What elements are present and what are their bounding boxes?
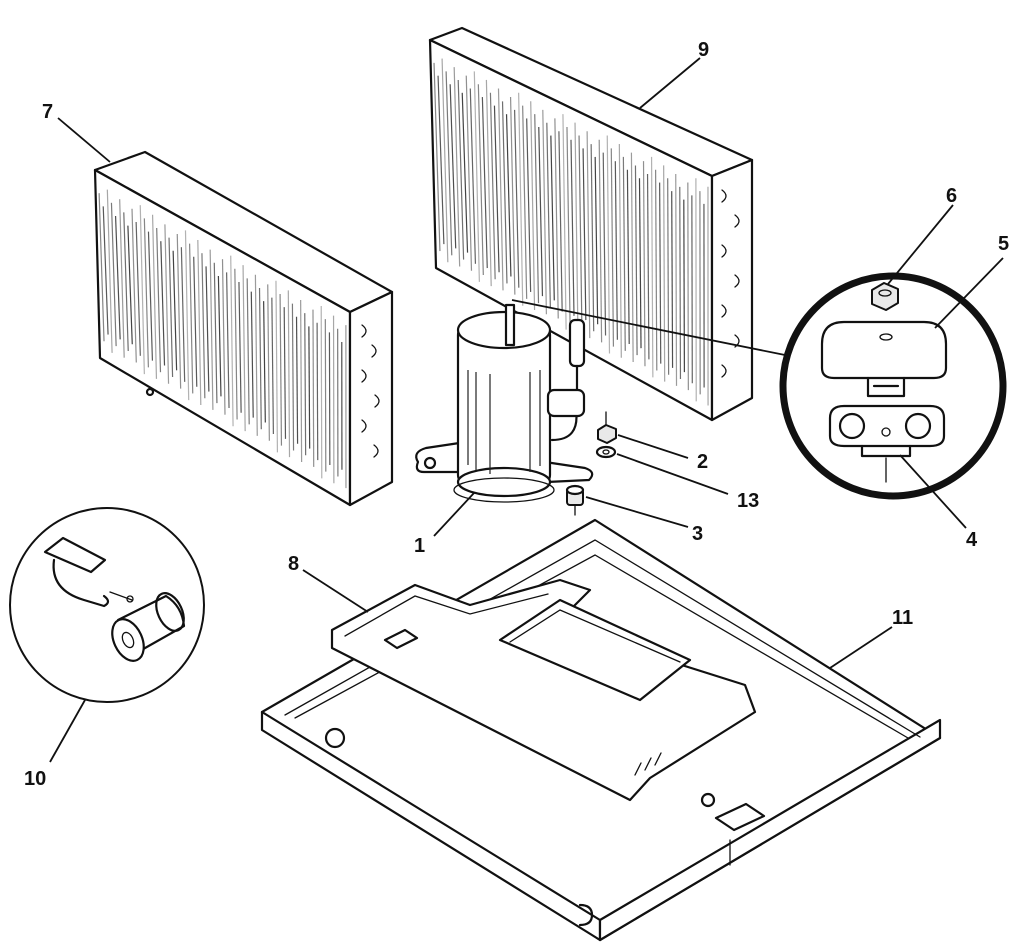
callout-11: 11 bbox=[892, 607, 913, 629]
callout-4: 4 bbox=[966, 529, 978, 551]
compressor-part-1 bbox=[415, 303, 594, 503]
tray-part-8 bbox=[330, 578, 757, 802]
left-coil-part-7 bbox=[93, 150, 394, 507]
callout-1: 1 bbox=[414, 535, 425, 557]
washer-part-13 bbox=[595, 445, 617, 459]
callout-13: 13 bbox=[737, 490, 759, 512]
grommet-part-3 bbox=[565, 484, 585, 516]
bracket-part-5 bbox=[820, 320, 948, 398]
callout-10: 10 bbox=[24, 768, 46, 790]
rear-coil-part-9 bbox=[428, 26, 754, 422]
callout-9: 9 bbox=[698, 39, 709, 61]
bushing bbox=[111, 592, 186, 662]
nut-part-6 bbox=[871, 282, 899, 311]
callout-labels: 7 9 6 5 4 2 13 3 1 8 11 10 bbox=[24, 39, 1009, 790]
mount-detail-circle bbox=[511, 272, 1007, 500]
clamp bbox=[43, 536, 134, 608]
plate-part-4 bbox=[828, 404, 946, 483]
fan-detail-circle-part-10 bbox=[9, 507, 205, 703]
leader-lines bbox=[49, 57, 1004, 763]
nut-part-2 bbox=[597, 411, 617, 444]
callout-6: 6 bbox=[946, 185, 957, 207]
callout-2: 2 bbox=[697, 451, 708, 473]
callout-5: 5 bbox=[998, 233, 1009, 255]
callout-7: 7 bbox=[42, 101, 53, 123]
callout-8: 8 bbox=[288, 553, 299, 575]
callout-3: 3 bbox=[692, 523, 703, 545]
